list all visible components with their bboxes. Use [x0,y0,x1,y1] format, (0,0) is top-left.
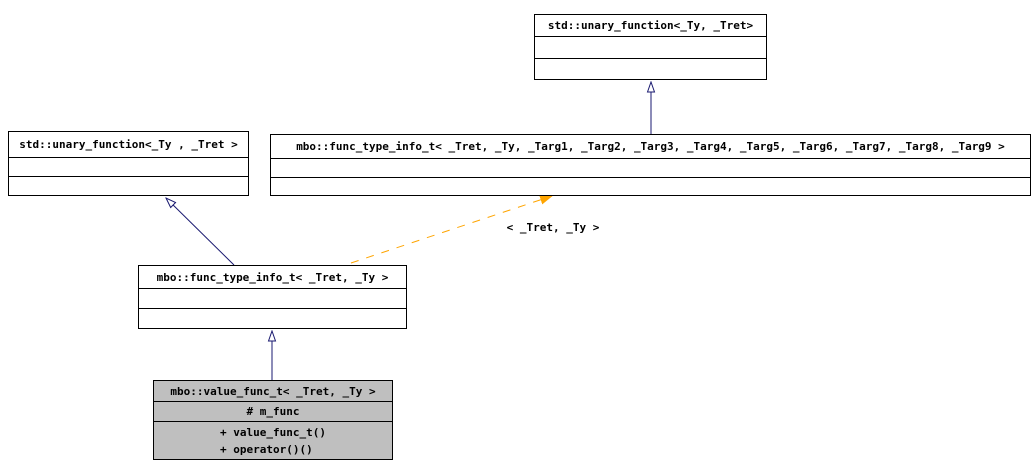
class-node-value-func[interactable]: mbo::value_func_t< _Tret, _Ty > # m_func… [153,380,393,460]
methods-compartment: + value_func_t() + operator()() [154,421,392,459]
methods-compartment-empty [271,176,1030,196]
class-name: mbo::value_func_t< _Tret, _Ty > [170,384,376,398]
attributes-compartment-empty [535,36,766,58]
attribute-m-func: # m_func [154,401,392,421]
attributes-compartment-empty [271,158,1030,177]
methods-compartment-empty [139,308,406,328]
methods-compartment-empty [9,176,248,195]
method-value-func-t: + value_func_t() [220,425,326,439]
template-instantiation-edge [350,195,554,264]
method-operator-call: + operator()() [220,442,313,456]
methods-compartment-empty [535,57,766,80]
attributes-compartment-empty [139,288,406,308]
class-node-func-type-info-full[interactable]: mbo::func_type_info_t< _Tret, _Ty, _Targ… [270,134,1031,196]
class-name: mbo::func_type_info_t< _Tret, _Ty, _Targ… [296,140,1005,153]
attributes-compartment-empty [9,157,248,176]
template-args-label: < _Tret, _Ty > [506,221,600,234]
class-name: std::unary_function<_Ty , _Tret > [19,138,238,151]
class-name: std::unary_function<_Ty, _Tret> [547,19,754,32]
inheritance-edge-functypeinfo-to-stdunaryleft [166,198,235,266]
class-name: mbo::func_type_info_t< _Tret, _Ty > [156,270,389,284]
class-node-std-unary-function[interactable]: std::unary_function<_Ty, _Tret> [534,14,767,80]
class-node-func-type-info[interactable]: mbo::func_type_info_t< _Tret, _Ty > [138,265,407,329]
class-node-std-unary-function-left[interactable]: std::unary_function<_Ty , _Tret > [8,131,249,196]
